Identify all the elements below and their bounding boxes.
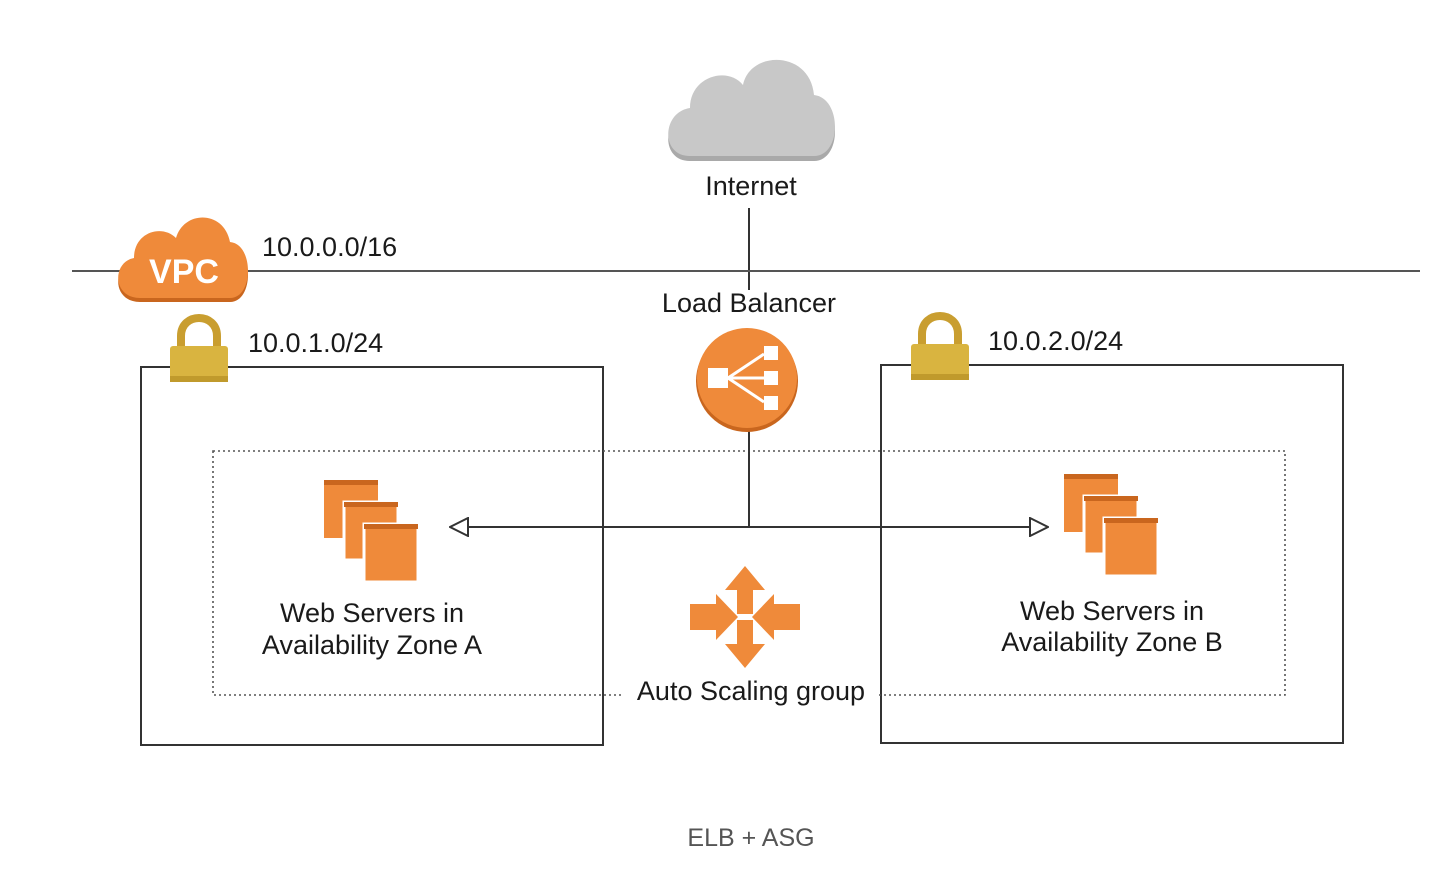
subnet-a-box <box>140 366 604 746</box>
internet-cloud-icon <box>668 59 835 161</box>
figure-caption: ELB + ASG <box>687 824 814 852</box>
load-balancer-icon <box>696 328 798 432</box>
padlock-icon <box>170 314 228 382</box>
padlock-icon <box>911 312 969 380</box>
server-stack-icon <box>324 480 420 584</box>
zone-a-label-line1: Web Servers in <box>280 598 464 628</box>
vpc-cloud-icon: VPC <box>118 217 248 302</box>
zone-a-label-line2: Availability Zone A <box>262 630 482 660</box>
server-stack-icon <box>1064 474 1160 578</box>
asg-label-background <box>624 676 878 708</box>
subnet-b-cidr-label: 10.0.2.0/24 <box>988 326 1123 356</box>
zone-b-label-line1: Web Servers in <box>1020 596 1204 626</box>
subnet-b-box <box>880 364 1344 744</box>
asg-label: Auto Scaling group <box>637 676 865 706</box>
load-balancer-label: Load Balancer <box>662 288 836 318</box>
zone-b-label-line2: Availability Zone B <box>1001 627 1223 657</box>
subnet-a-cidr-label: 10.0.1.0/24 <box>248 328 383 358</box>
auto-scaling-icon <box>690 566 800 668</box>
vpc-cidr-label: 10.0.0.0/16 <box>262 232 397 262</box>
vpc-badge-text: VPC <box>149 253 219 291</box>
internet-label: Internet <box>705 171 797 201</box>
